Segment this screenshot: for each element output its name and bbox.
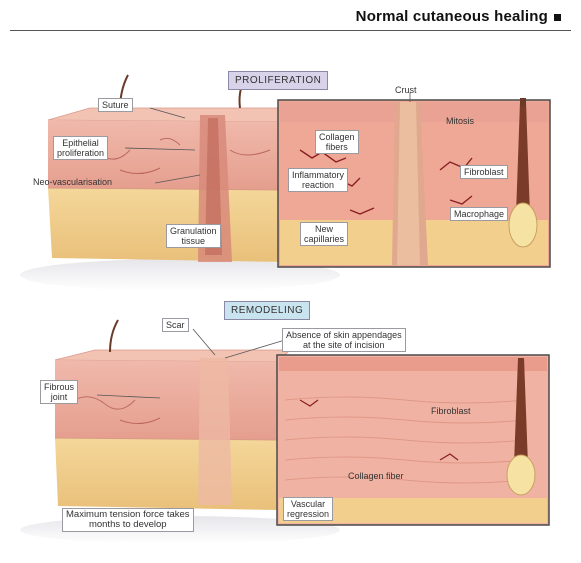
scar-tissue — [198, 358, 232, 505]
label-neo-vascularisation: Neo-vascularisation — [30, 176, 115, 188]
label-vascular-regression: Vascular regression — [283, 497, 333, 521]
stage-proliferation: PROLIFERATION — [228, 71, 328, 90]
label-maximum-tension: Maximum tension force takes months to de… — [62, 508, 194, 532]
label-scar: Scar — [162, 318, 189, 332]
label-collagen-fiber: Collagen fiber — [345, 470, 407, 482]
hair — [110, 320, 118, 352]
label-suture: Suture — [98, 98, 133, 112]
label-inflammatory-reaction: Inflammatory reaction — [288, 168, 348, 192]
label-macrophage: Macrophage — [450, 207, 508, 221]
label-mitosis: Mitosis — [443, 115, 477, 127]
panel-epidermis — [279, 357, 547, 371]
fat-layer — [55, 438, 278, 510]
label-epithelial-proliferation: Epithelial proliferation — [53, 136, 108, 160]
follicle-bulb — [507, 455, 535, 495]
label-absence-of-appendages: Absence of skin appendages at the site o… — [282, 328, 406, 352]
epidermis-top — [55, 350, 290, 362]
follicle-bulb — [509, 203, 537, 247]
dermis-layer — [55, 360, 278, 440]
label-granulation-tissue: Granulation tissue — [166, 224, 221, 248]
label-fibroblast-remodeling: Fibroblast — [428, 405, 474, 417]
label-collagen-fibers: Collagen fibers — [315, 130, 359, 154]
panel-wound-core — [397, 102, 420, 265]
label-fibrous-joint: Fibrous joint — [40, 380, 78, 404]
label-new-capillaries: New capillaries — [300, 222, 348, 246]
label-crust: Crust — [392, 84, 420, 96]
stage-remodeling: REMODELING — [224, 301, 310, 320]
hair-shaft — [520, 98, 526, 106]
label-fibroblast: Fibroblast — [460, 165, 508, 179]
